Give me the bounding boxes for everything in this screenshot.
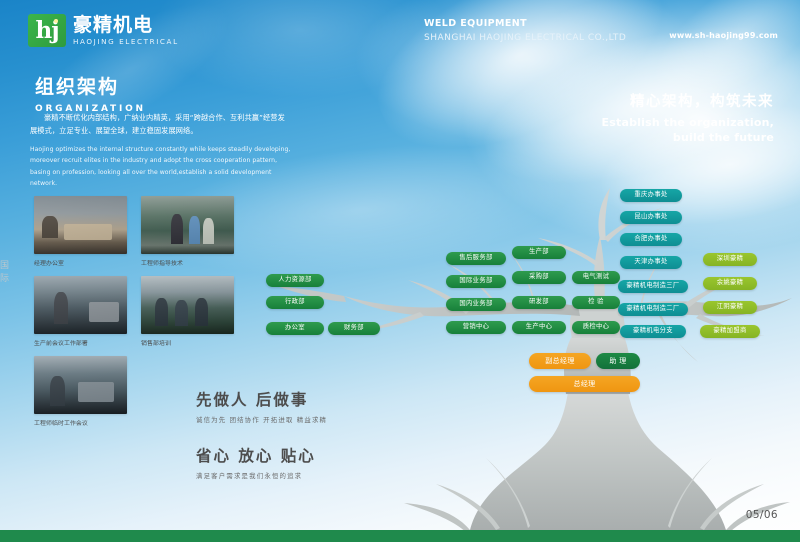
org-node-factory-two[interactable]: 豪精机电制造二厂: [618, 303, 688, 316]
org-node-marketing-center[interactable]: 营销中心: [446, 321, 506, 334]
photo-image: [141, 196, 234, 254]
org-node-finance[interactable]: 财务部: [328, 322, 380, 335]
org-node-production-center[interactable]: 生产中心: [512, 321, 566, 334]
photo-image: [34, 276, 127, 334]
org-node-domestic-business[interactable]: 国内业务部: [446, 298, 506, 311]
org-node-rnd[interactable]: 研发部: [512, 296, 566, 309]
photo-caption: 工程师指导技术: [141, 261, 183, 267]
header-title: WELD EQUIPMENT: [424, 18, 527, 29]
photo-item: 销售部培训: [141, 276, 234, 347]
org-node-franchisee[interactable]: 豪精加盟商: [700, 325, 760, 338]
section-title-block: 组织架构 ORGANIZATION: [35, 72, 146, 114]
org-node-hr[interactable]: 人力资源部: [266, 274, 324, 287]
org-node-kunshan-office[interactable]: 昆山办事处: [620, 211, 682, 224]
slogan-block: 先做人 后做事 诚信为先 团结协作 开拓进取 精益求精 省心 放心 贴心 满足客…: [196, 388, 327, 480]
photo-caption: 经理办公室: [34, 261, 64, 267]
logo-name-en: HAOJING ELECTRICAL: [73, 36, 179, 46]
org-node-deputy-gm[interactable]: 副总经理: [529, 353, 591, 369]
org-node-yuyao-haojing[interactable]: 余姚豪精: [703, 277, 757, 290]
tagline-cn: 精心架构，构筑未来: [630, 94, 774, 110]
org-node-chongqing-office[interactable]: 重庆办事处: [620, 189, 682, 202]
logo-mark-icon: hj: [28, 14, 66, 47]
page-number: 05/06: [745, 509, 778, 521]
photo-item: 工程师指导技术: [141, 196, 234, 267]
org-node-international-business[interactable]: 国际业务部: [446, 275, 506, 288]
org-node-office[interactable]: 办公室: [266, 322, 324, 335]
org-node-administration[interactable]: 行政部: [266, 296, 324, 309]
header-company-name: SHANGHAI HAOJING ELECTRICAL CO.,LTD: [424, 33, 627, 43]
intro-paragraph-en: Haojing optimizes the internal structure…: [30, 146, 291, 187]
org-node-branch[interactable]: 豪精机电分支: [620, 325, 686, 338]
org-node-jiangyin-haojing[interactable]: 江阴豪精: [703, 301, 757, 314]
slogan-2-subtitle: 满足客户需求是我们永恒的追求: [196, 472, 303, 480]
org-node-electrical-test[interactable]: 电气测试: [572, 271, 620, 284]
company-logo: hj 豪精机电 HAOJING ELECTRICAL: [28, 14, 179, 47]
slogan-2-title: 省心 放心 贴心: [196, 447, 316, 465]
org-node-hefei-office[interactable]: 合肥办事处: [620, 233, 682, 246]
slogan-1-title: 先做人 后做事: [196, 391, 309, 409]
logo-mark-text: hj: [35, 17, 59, 44]
tagline-en-line2: build the future: [672, 130, 774, 144]
org-node-production-dept[interactable]: 生产部: [512, 246, 566, 259]
footer-bar: [0, 530, 800, 542]
intro-block: 豪精不断优化内部结构，广纳业内精英，采用“跨越合作、互利共赢”经营发展模式，立足…: [30, 112, 292, 189]
photo-item: 工程师临时工作会议: [34, 356, 127, 427]
org-node-shenzhen-haojing[interactable]: 深圳豪精: [703, 253, 757, 266]
photo-gallery: 经理办公室 工程师指导技术: [34, 196, 234, 436]
page-title-en: ORGANIZATION: [35, 104, 146, 114]
org-node-after-sales[interactable]: 售后服务部: [446, 252, 506, 265]
tagline-en-line1: Establish the organization,: [601, 116, 774, 129]
org-node-assistant[interactable]: 助 理: [596, 353, 640, 369]
header-website[interactable]: www.sh-haojing99.com: [669, 31, 778, 40]
photo-item: 生产前会议工作部署: [34, 276, 127, 347]
header-company-block: WELD EQUIPMENT SHANGHAI HAOJING ELECTRIC…: [424, 18, 626, 43]
org-node-tianjin-office[interactable]: 天津办事处: [620, 256, 682, 269]
logo-dot-icon: [54, 19, 58, 23]
photo-caption: 生产前会议工作部署: [34, 341, 88, 347]
org-node-inspection[interactable]: 检 验: [572, 296, 620, 309]
photo-image: [34, 356, 127, 414]
photo-caption: 工程师临时工作会议: [34, 421, 88, 427]
slogan-1-subtitle: 诚信为先 团结协作 开拓进取 精益求精: [196, 416, 328, 424]
photo-item: 经理办公室: [34, 196, 127, 267]
left-edge-marks: 国际: [0, 261, 9, 284]
org-node-factory-three[interactable]: 豪精机电制造三厂: [618, 280, 688, 293]
photo-caption: 销售部培训: [141, 341, 171, 347]
page-title: 组织架构: [35, 76, 120, 98]
org-node-general-manager[interactable]: 总经理: [529, 376, 640, 392]
logo-name-cn: 豪精机电: [73, 13, 154, 36]
photo-image: [141, 276, 234, 334]
tagline-block: 精心架构，构筑未来 Establish the organization, bu…: [602, 90, 774, 146]
intro-paragraph-cn: 豪精不断优化内部结构，广纳业内精英，采用“跨越合作、互利共赢”经营发展模式，立足…: [30, 113, 285, 135]
org-node-quality-center[interactable]: 质检中心: [572, 321, 620, 334]
org-node-purchasing[interactable]: 采购部: [512, 271, 566, 284]
photo-image: [34, 196, 127, 254]
